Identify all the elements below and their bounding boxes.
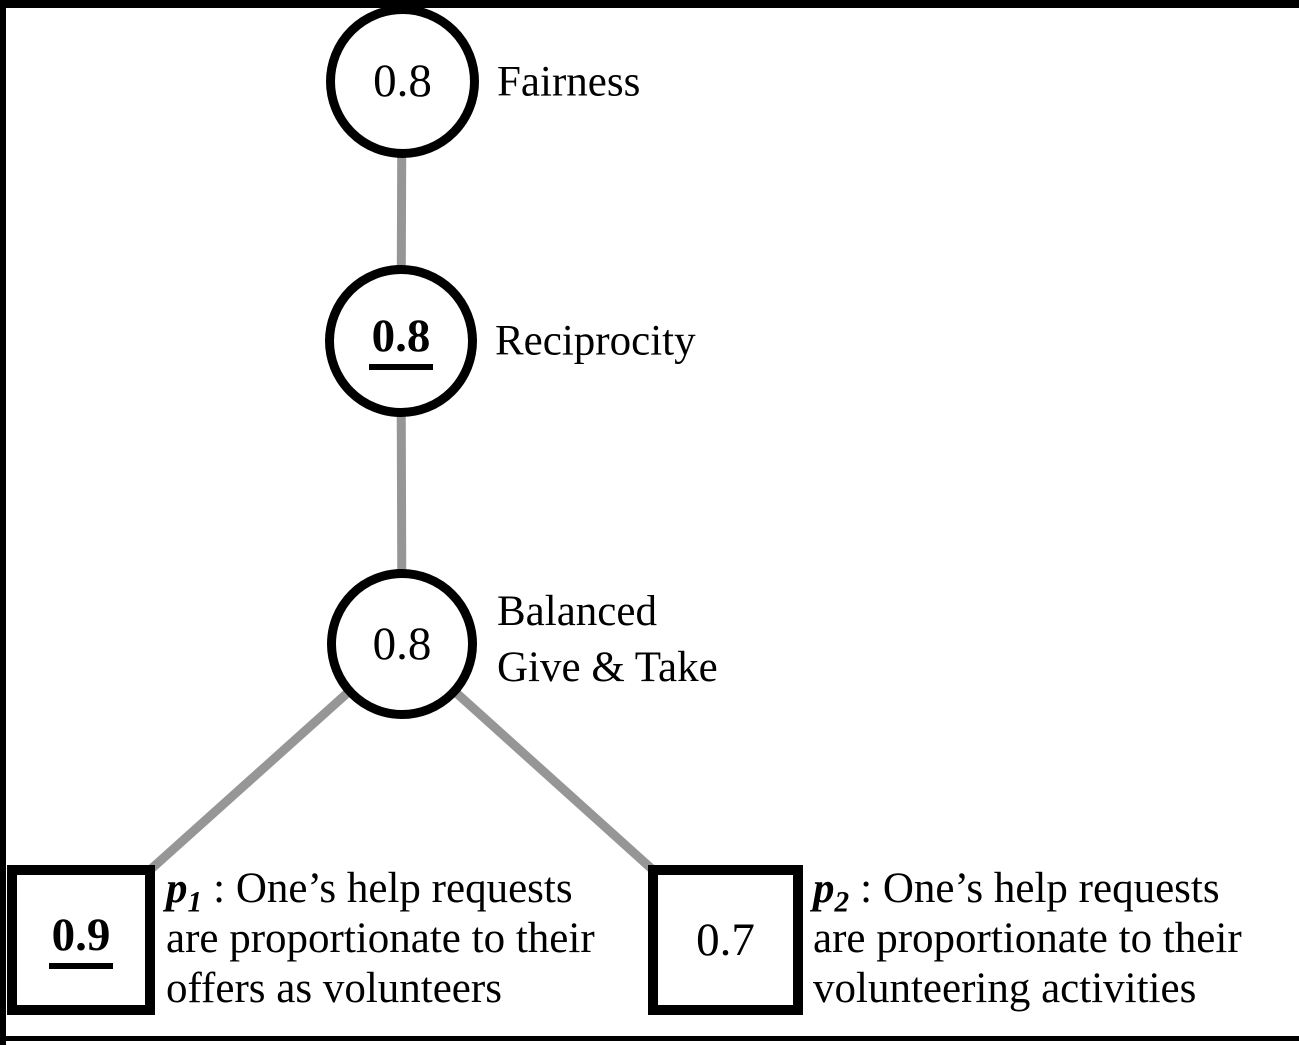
balanced-label-line1: Balanced: [497, 588, 657, 635]
node-fairness: 0.8: [326, 5, 479, 158]
node-p2: 0.7: [648, 865, 803, 1015]
p1-description-line2: are proportionate to their: [166, 915, 595, 962]
p1-description-line3: offers as volunteers: [166, 965, 502, 1012]
node-fairness-value: 0.8: [373, 55, 432, 107]
balanced-label: Balanced Give & Take: [497, 584, 718, 696]
fairness-label: Fairness: [497, 58, 641, 106]
p1-symbol: p1: [166, 865, 203, 919]
p1-description: p1: One’s help requests are proportionat…: [166, 864, 595, 1014]
frame-border-bottom: [0, 1036, 1299, 1041]
balanced-label-line2: Give & Take: [497, 644, 718, 691]
p2-description-line2: are proportionate to their: [813, 915, 1242, 962]
p2-description-line1: p2: One’s help requests: [813, 865, 1220, 919]
frame-border-left: [0, 0, 6, 1045]
node-balanced: 0.8: [327, 569, 477, 719]
node-p2-value: 0.7: [696, 913, 755, 966]
node-reciprocity-value: 0.8: [368, 312, 434, 370]
frame-border-top: [0, 0, 1299, 8]
p2-symbol: p2: [813, 865, 850, 919]
node-reciprocity: 0.8: [325, 265, 477, 417]
p2-description: p2: One’s help requests are proportionat…: [813, 864, 1242, 1014]
p1-description-line1: p1: One’s help requests: [166, 865, 573, 919]
node-p1: 0.9: [7, 865, 155, 1015]
node-p1-value: 0.9: [48, 911, 114, 969]
node-balanced-value: 0.8: [372, 617, 432, 670]
p2-description-line3: volunteering activities: [813, 965, 1197, 1012]
reciprocity-label: Reciprocity: [495, 317, 696, 365]
